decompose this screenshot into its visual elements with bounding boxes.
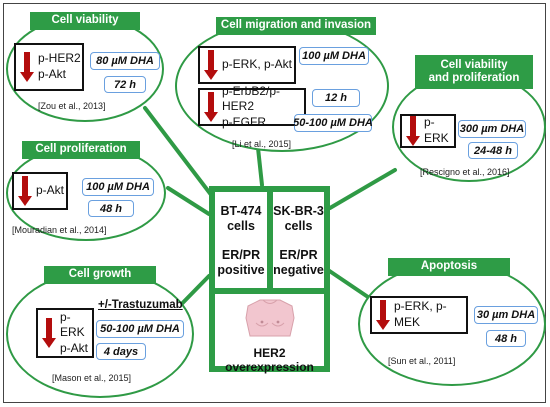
connector-migration (256, 146, 264, 187)
migration-time: 12 h (312, 89, 360, 107)
down-arrow-icon (20, 52, 34, 82)
down-arrow-icon (204, 50, 218, 80)
center-block: BT-474 cells ER/PR positive SK-BR-3 cell… (209, 186, 330, 374)
apoptosis-title: Apoptosis (388, 258, 510, 276)
connector-viability (143, 106, 214, 198)
connector-apoptosis (326, 268, 370, 299)
apoptosis-dose: 30 µm DHA (474, 306, 538, 324)
skbr3-label-line1: SK-BR-3 (273, 204, 324, 218)
migration-dose-2: 50-100 µM DHA (293, 114, 373, 132)
viability-marker-1: p-HER2 (38, 51, 81, 66)
bt474-status-line1: ER/PR (221, 248, 261, 262)
proliferation-marker-1: p-Akt (36, 183, 65, 198)
growth-marker-1: p-ERK (60, 309, 85, 340)
connector-proliferation (166, 186, 211, 216)
connector-viability-proliferation (328, 168, 397, 210)
bt474-label-line2: cells (227, 219, 255, 233)
migration-markers-2: p-ErbB2/p-HER2 p-EGFR (198, 84, 306, 129)
proliferation-time: 48 h (88, 200, 134, 217)
viability-proliferation-ref: [Rescigno et al., 2016] (420, 167, 510, 177)
outer-frame (3, 3, 546, 403)
proliferation-title: Cell proliferation (22, 141, 140, 159)
growth-time: 4 days (96, 343, 146, 360)
proliferation-ref: [Mouradian et al., 2014] (12, 225, 107, 235)
growth-extra: +/-Trastuzumab (98, 299, 183, 311)
viability-proliferation-time: 24-48 h (468, 142, 518, 159)
viability-title: Cell viability (30, 12, 140, 30)
viability-marker-2: p-Akt (38, 67, 67, 81)
skbr3-label-line2: cells (284, 219, 313, 233)
her2-label: HER2 overexpression (225, 346, 314, 375)
viability-time: 72 h (104, 76, 146, 93)
apoptosis-marker-1: p-ERK, p-MEK (394, 299, 447, 329)
skbr3-status-line2: negative (273, 263, 324, 277)
viability-dose: 80 µM DHA (90, 52, 160, 70)
bt474-status-line2: positive (217, 263, 265, 277)
migration-marker-3: p-EGFR (222, 114, 267, 129)
skbr3-status-line1: ER/PR (279, 248, 318, 262)
down-arrow-icon (204, 92, 218, 122)
apoptosis-ref: [Sun et al., 2011] (388, 356, 456, 366)
growth-marker-2: p-Akt (60, 340, 89, 355)
her2-cell: HER2 overexpression (215, 294, 324, 374)
down-arrow-icon (18, 176, 32, 206)
viability-markers: p-HER2 p-Akt (14, 43, 84, 91)
down-arrow-icon (42, 318, 56, 348)
growth-ref: [Mason et al., 2015] (52, 373, 132, 383)
migration-marker-2: p-ErbB2/p-HER2 (222, 83, 281, 114)
proliferation-markers: p-Akt (12, 172, 68, 210)
viability-proliferation-title: Cell viability and proliferation (415, 55, 533, 89)
bt474-cell: BT-474 cells ER/PR positive (215, 192, 267, 288)
viability-proliferation-marker-1: p-ERK (424, 115, 449, 145)
bt474-label-line1: BT-474 (220, 204, 262, 218)
proliferation-dose: 100 µM DHA (82, 178, 154, 196)
skbr3-cell: SK-BR-3 cells ER/PR negative (273, 192, 324, 288)
torso-icon (245, 299, 295, 337)
growth-markers: p-ERK p-Akt (36, 308, 94, 358)
growth-title: Cell growth (44, 266, 156, 284)
viability-proliferation-markers: p-ERK (400, 114, 456, 148)
viability-ref: [Zou et al., 2013] (38, 101, 106, 111)
migration-marker-1: p-ERK, p-Akt (222, 57, 293, 72)
viability-proliferation-dose: 300 µm DHA (458, 120, 526, 138)
migration-title: Cell migration and invasion (216, 17, 376, 35)
down-arrow-icon (376, 300, 390, 330)
apoptosis-markers: p-ERK, p-MEK (370, 296, 468, 334)
growth-dose: 50-100 µM DHA (96, 320, 184, 338)
viability-proliferation-title-line2: and proliferation (428, 72, 520, 84)
down-arrow-icon (406, 116, 420, 146)
viability-proliferation-title-line1: Cell viability (440, 58, 508, 71)
migration-dose-1: 100 µM DHA (299, 47, 369, 65)
migration-markers-1: p-ERK, p-Akt (198, 46, 296, 84)
migration-ref: [Li et al., 2015] (232, 139, 292, 149)
apoptosis-time: 48 h (486, 330, 526, 347)
